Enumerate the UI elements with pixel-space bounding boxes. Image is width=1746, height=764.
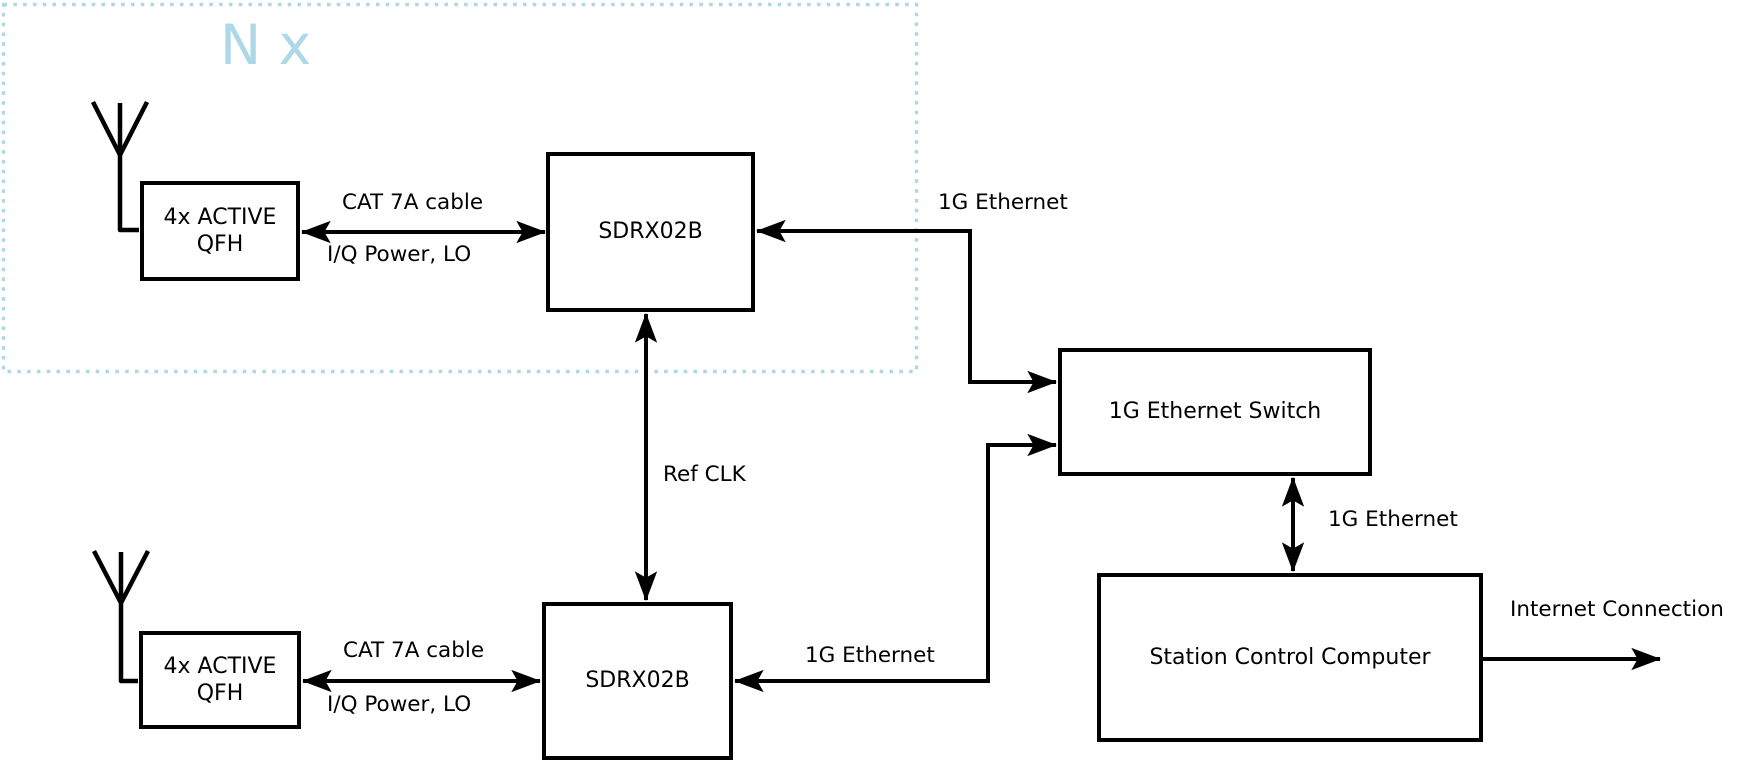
node-label: 4x ACTIVE — [163, 204, 277, 230]
node-station-control-computer: Station Control Computer — [1097, 573, 1483, 742]
label-internet-connection: Internet Connection — [1510, 597, 1724, 622]
antenna-bottom-icon — [92, 549, 150, 684]
edge-ethernet-top — [755, 219, 1058, 394]
replication-count-label: N x — [220, 13, 312, 77]
node-sdrx02b-top: SDRX02B — [546, 152, 755, 312]
label-cat7a-cable-top: CAT 7A cable — [342, 190, 484, 215]
label-iq-power-lo-top: I/Q Power, LO — [327, 242, 472, 267]
node-ethernet-switch: 1G Ethernet Switch — [1058, 348, 1372, 476]
label-iq-power-lo-bottom: I/Q Power, LO — [327, 692, 472, 717]
replication-region-border — [1, 2, 919, 374]
node-sdrx02b-bottom: SDRX02B — [542, 602, 733, 760]
node-label: 4x ACTIVE — [163, 653, 277, 679]
node-label: QFH — [196, 681, 244, 706]
edge-ethernet-bottom — [733, 433, 1058, 693]
node-label: Station Control Computer — [1149, 644, 1431, 670]
label-1g-ethernet-switch-link: 1G Ethernet — [1328, 507, 1458, 532]
label-1g-ethernet-bottom: 1G Ethernet — [805, 643, 935, 668]
node-label: SDRX02B — [585, 668, 690, 694]
node-qfh-antenna-bottom: 4x ACTIVE QFH — [139, 631, 301, 729]
label-ref-clk: Ref CLK — [663, 462, 746, 487]
node-qfh-antenna-top: 4x ACTIVE QFH — [140, 181, 300, 281]
antenna-top-icon — [90, 100, 150, 233]
label-1g-ethernet-top: 1G Ethernet — [938, 190, 1068, 215]
label-cat7a-cable-bottom: CAT 7A cable — [343, 638, 485, 663]
node-label: 1G Ethernet Switch — [1108, 399, 1322, 425]
node-label: QFH — [196, 232, 244, 257]
node-label: SDRX02B — [598, 219, 703, 245]
